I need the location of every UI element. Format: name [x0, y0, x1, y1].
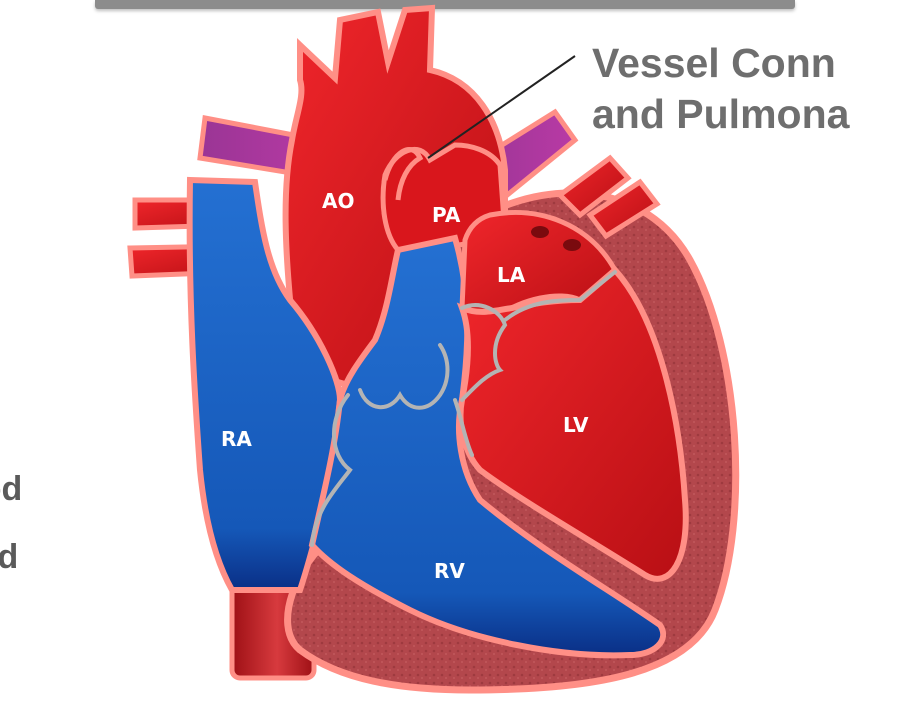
label-rv: RV — [434, 559, 465, 583]
label-lv: LV — [563, 413, 589, 437]
label-ao: AO — [322, 189, 354, 213]
label-la: LA — [497, 263, 526, 287]
label-ra: RA — [221, 427, 252, 451]
label-pa: PA — [432, 203, 461, 227]
